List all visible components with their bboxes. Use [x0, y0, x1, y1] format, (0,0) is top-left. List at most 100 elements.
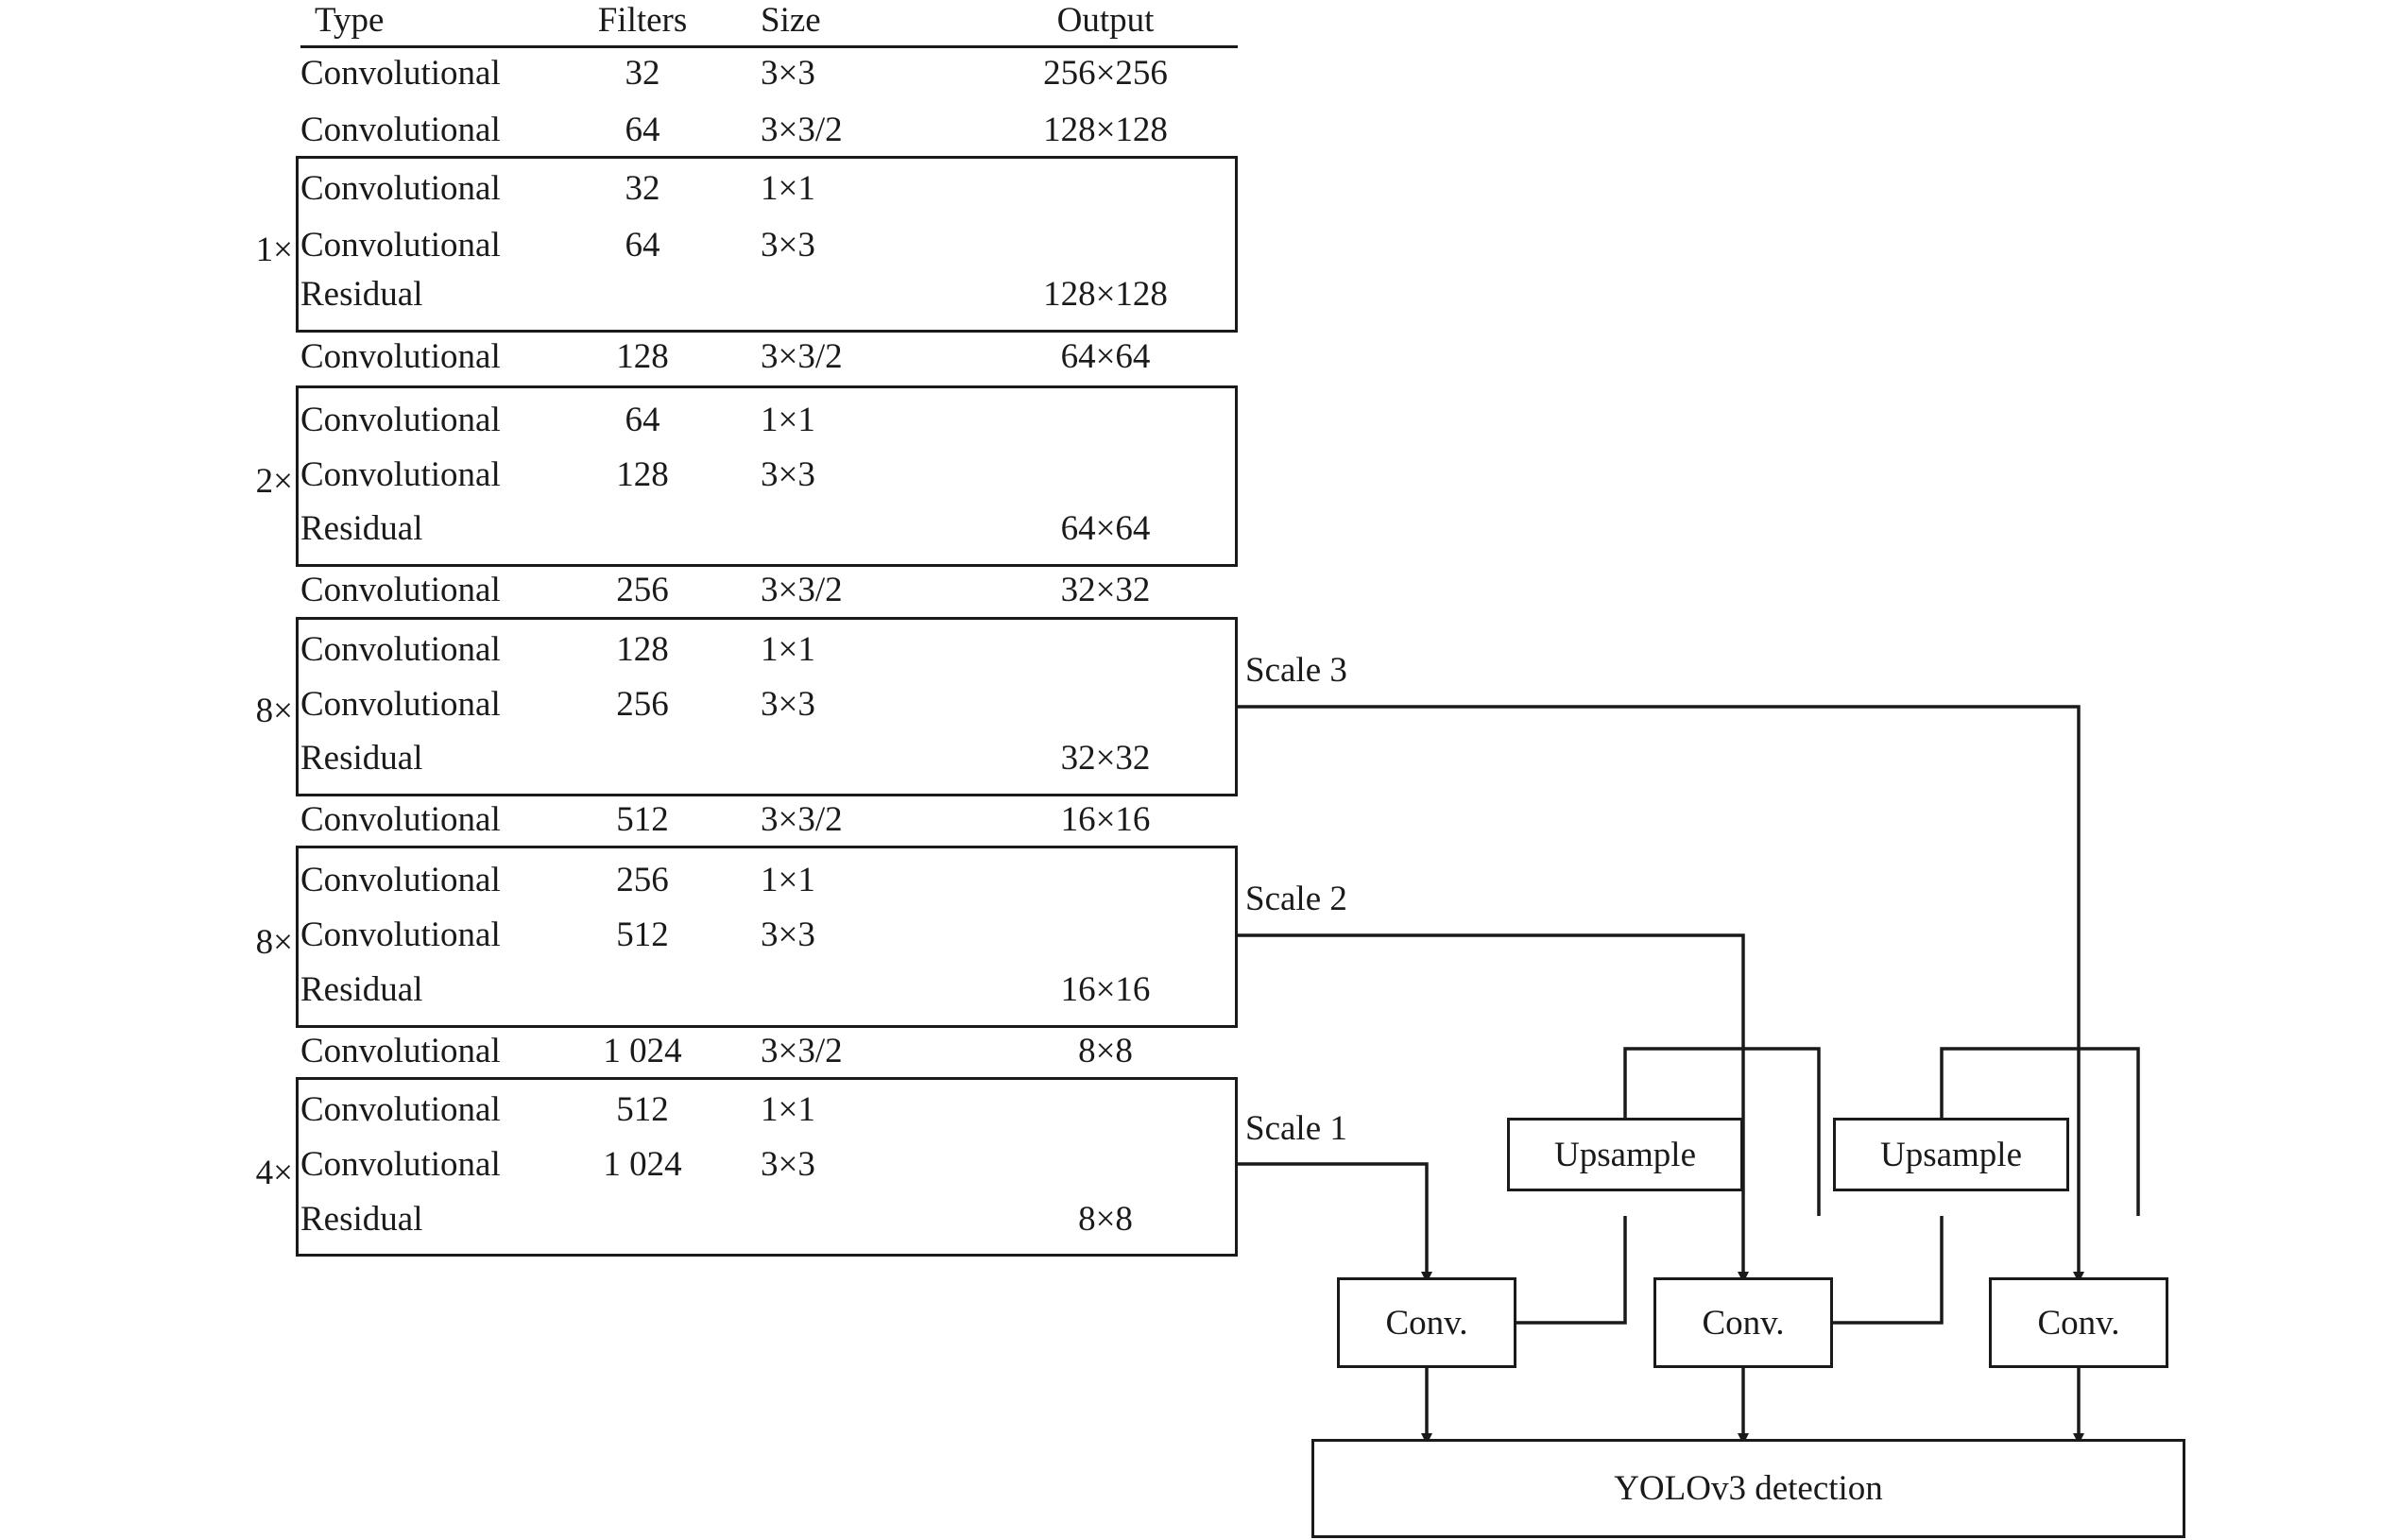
group-2-multiplier: 8×: [255, 692, 293, 730]
group-0-row-1-size: 3×3: [761, 226, 815, 265]
group-0-row-0-size: 1×1: [761, 169, 815, 208]
group-1-row-2-type: Residual: [300, 509, 423, 548]
group-4-row-1-filters: 1 024: [603, 1145, 682, 1184]
wire-scale3-to-conv3: [1238, 705, 2084, 1283]
group-4-row-1-type: Convolutional: [300, 1145, 501, 1184]
table-header-type: Type: [315, 1, 385, 40]
group-1-row-1-size: 3×3: [761, 455, 815, 494]
wire-conv2-to-upsample2: [1831, 1216, 1944, 1325]
row-0-output: 256×256: [1043, 54, 1168, 93]
group-2-row-0-filters: 128: [616, 630, 669, 669]
row-0-type: Convolutional: [300, 54, 501, 93]
group-1-row-0-type: Convolutional: [300, 401, 501, 439]
group-2-next-filters: 512: [616, 800, 669, 839]
conv-box-3-label: Conv.: [2037, 1303, 2120, 1343]
row-0-filters: 32: [625, 54, 660, 93]
group-2-row-1-size: 3×3: [761, 685, 815, 724]
group-0-row-0-filters: 32: [625, 169, 660, 208]
residual-group-box-1: [296, 385, 1238, 567]
group-3-next-type: Convolutional: [300, 1032, 501, 1070]
yolov3-detection-label: YOLOv3 detection: [1614, 1469, 1883, 1508]
conv-box-3[interactable]: Conv.: [1989, 1277, 2168, 1368]
group-1-row-0-filters: 64: [625, 401, 660, 439]
group-4-row-2-output: 8×8: [1078, 1200, 1133, 1239]
group-3-row-2-output: 16×16: [1060, 970, 1151, 1009]
table-header-filters: Filters: [597, 1, 688, 40]
wire-conv1-to-upsample1: [1515, 1216, 1627, 1325]
group-1-row-2-output: 64×64: [1060, 509, 1151, 548]
group-4-row-0-type: Convolutional: [300, 1090, 501, 1129]
group-2-row-1-filters: 256: [616, 685, 669, 724]
group-0-row-1-filters: 64: [625, 226, 660, 265]
group-0-next-filters: 128: [616, 337, 669, 376]
group-2-row-2-output: 32×32: [1060, 739, 1151, 778]
table-header-output: Output: [1056, 1, 1155, 40]
yolov3-detection-box[interactable]: YOLOv3 detection: [1311, 1439, 2185, 1538]
conv-box-2[interactable]: Conv.: [1653, 1277, 1833, 1368]
group-1-next-type: Convolutional: [300, 571, 501, 609]
group-3-next-output: 8×8: [1078, 1032, 1133, 1070]
darknet-backbone-table: Type Filters Size Output Convolutional 3…: [0, 0, 1238, 1266]
scale-3-label: Scale 3: [1245, 651, 1347, 690]
group-3-row-0-filters: 256: [616, 861, 669, 899]
group-1-next-size: 3×3/2: [761, 571, 843, 609]
group-1-next-output: 32×32: [1060, 571, 1151, 609]
group-2-row-0-size: 1×1: [761, 630, 815, 669]
conv-box-1[interactable]: Conv.: [1337, 1277, 1516, 1368]
group-3-row-1-type: Convolutional: [300, 915, 501, 954]
group-1-row-0-size: 1×1: [761, 401, 815, 439]
group-2-next-output: 16×16: [1060, 800, 1151, 839]
group-1-next-filters: 256: [616, 571, 669, 609]
row-1-output: 128×128: [1043, 111, 1168, 149]
group-4-multiplier: 4×: [255, 1154, 293, 1192]
group-1-row-1-type: Convolutional: [300, 455, 501, 494]
group-1-row-1-filters: 128: [616, 455, 669, 494]
group-3-row-1-filters: 512: [616, 915, 669, 954]
group-0-next-size: 3×3/2: [761, 337, 843, 376]
table-header-rule: [300, 45, 1238, 48]
group-0-multiplier: 1×: [255, 231, 293, 269]
group-4-row-0-size: 1×1: [761, 1090, 815, 1129]
group-4-row-1-size: 3×3: [761, 1145, 815, 1184]
group-3-next-filters: 1 024: [603, 1032, 682, 1070]
group-2-next-size: 3×3/2: [761, 800, 843, 839]
row-1-size: 3×3/2: [761, 111, 843, 149]
upsample-box-1[interactable]: Upsample: [1507, 1118, 1743, 1191]
group-0-next-output: 64×64: [1060, 337, 1151, 376]
residual-group-box-4: [296, 1077, 1238, 1257]
group-3-next-size: 3×3/2: [761, 1032, 843, 1070]
group-3-row-0-type: Convolutional: [300, 861, 501, 899]
group-0-row-2-output: 128×128: [1043, 275, 1168, 314]
group-2-next-type: Convolutional: [300, 800, 501, 839]
residual-group-box-3: [296, 846, 1238, 1028]
residual-group-box-0: [296, 156, 1238, 333]
scale-1-label: Scale 1: [1245, 1109, 1347, 1148]
residual-group-box-2: [296, 617, 1238, 796]
group-0-row-2-type: Residual: [300, 275, 423, 314]
upsample-box-2[interactable]: Upsample: [1833, 1118, 2069, 1191]
conv-box-2-label: Conv.: [1702, 1303, 1785, 1343]
upsample-box-2-label: Upsample: [1879, 1135, 2023, 1174]
row-1-type: Convolutional: [300, 111, 501, 149]
group-3-row-1-size: 3×3: [761, 915, 815, 954]
group-0-row-0-type: Convolutional: [300, 169, 501, 208]
group-0-row-1-type: Convolutional: [300, 226, 501, 265]
wire-scale1-to-conv1: [1238, 1162, 1432, 1283]
row-1-filters: 64: [625, 111, 660, 149]
group-3-multiplier: 8×: [255, 923, 293, 962]
wire-upsample2-feed-top: [1940, 1047, 2140, 1216]
group-4-row-0-filters: 512: [616, 1090, 669, 1129]
wire-scale2-to-conv2: [1238, 933, 1749, 1283]
wire-upsample1-feed-top: [1623, 1047, 1821, 1216]
group-2-row-0-type: Convolutional: [300, 630, 501, 669]
upsample-box-1-label: Upsample: [1553, 1135, 1697, 1174]
group-4-row-2-type: Residual: [300, 1200, 423, 1239]
conv-box-1-label: Conv.: [1385, 1303, 1468, 1343]
group-2-row-2-type: Residual: [300, 739, 423, 778]
group-2-row-1-type: Convolutional: [300, 685, 501, 724]
table-header-size: Size: [761, 1, 821, 40]
group-1-multiplier: 2×: [255, 462, 293, 501]
row-0-size: 3×3: [761, 54, 815, 93]
